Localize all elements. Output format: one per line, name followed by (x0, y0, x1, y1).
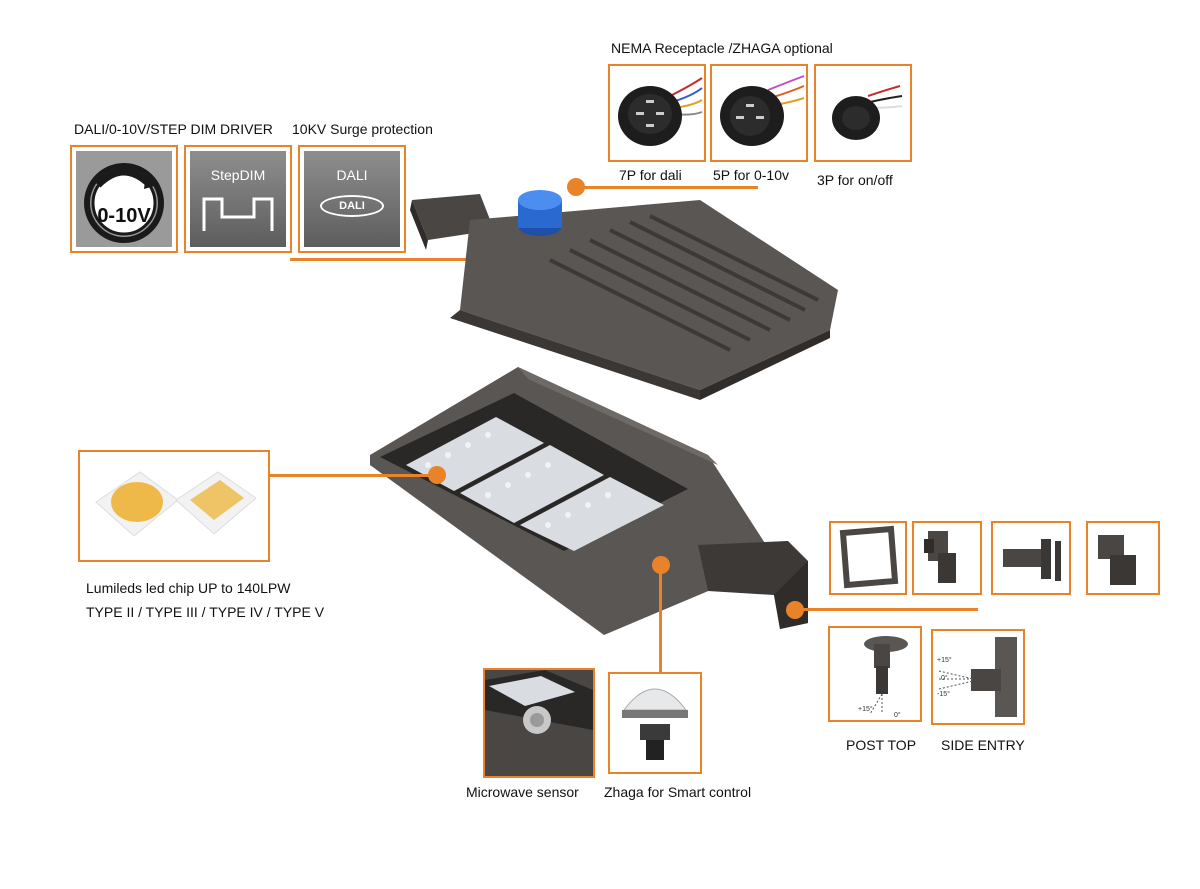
nema-7p-receptacle-icon (618, 77, 703, 146)
driver-label: DALI/0-10V/STEP DIM DRIVER (74, 121, 273, 137)
nema-5p-label: 5P for 0-10v (713, 167, 790, 183)
luminaire-back-view (410, 190, 838, 400)
mount-pointer-dot (786, 601, 804, 619)
mount-wall-box (991, 521, 1071, 595)
nema-7p-label: 7P for dali (619, 167, 682, 183)
post-angle-zero: 0° (894, 712, 901, 719)
dali-icon: DALI DALI (304, 151, 400, 247)
side-entry-box: +15° 0° -15° (931, 629, 1025, 725)
nema-5p-box (710, 64, 808, 162)
driver-connector-line (290, 258, 480, 261)
zhaga-module-icon (622, 688, 688, 760)
chip-connector-line (270, 474, 440, 477)
microwave-sensor-box (483, 668, 595, 778)
zhaga-box (608, 672, 702, 774)
mount-arm-box (912, 521, 982, 595)
post-top-label: POST TOP (846, 737, 917, 753)
nema-3p-box (814, 64, 912, 162)
microwave-sensor-label: Microwave sensor (466, 784, 579, 800)
surge-protection-label: 10KV Surge protection (292, 121, 433, 137)
arm-mount-icon (924, 531, 956, 583)
dali-logo-icon: DALI (320, 195, 384, 217)
dali-text: DALI (336, 167, 368, 183)
zhaga-label: Zhaga for Smart control (604, 784, 752, 800)
driver-010v-box: 0-10V (70, 145, 178, 253)
led-chip-label: Lumileds led chip UP to 140LPW (86, 580, 291, 596)
side-entry-mount-icon (938, 637, 1017, 717)
stepdim-box: StepDIM (184, 145, 292, 253)
stepdim-icon: StepDIM (190, 151, 286, 247)
side-entry-label: SIDE ENTRY (941, 737, 1025, 753)
led-chip-icon (95, 471, 257, 537)
nema-3p-receptacle-icon (832, 85, 903, 140)
nema-connector-line (578, 186, 758, 189)
dali-box: DALI DALI (298, 145, 406, 253)
nema-7p-box (608, 64, 706, 162)
chip-pointer-dot (428, 466, 446, 484)
nema-5p-receptacle-icon (720, 75, 805, 146)
led-chip-box (78, 450, 270, 562)
nema-3p-label: 3P for on/off (817, 172, 893, 188)
luminaire-front-view (370, 367, 808, 635)
nema-receptacle-label: NEMA Receptacle /ZHAGA optional (611, 40, 833, 56)
mount-yoke-box (1086, 521, 1160, 595)
dim-010v-icon: 0-10V (76, 151, 172, 247)
post-top-mount-icon (864, 636, 908, 715)
stepdim-text: StepDIM (210, 167, 266, 183)
nema-pointer-dot (567, 178, 585, 196)
post-top-box: +15° 0° (828, 626, 922, 722)
sensor-connector-line (659, 570, 662, 672)
dim-010v-text: 0-10V (97, 205, 151, 227)
optics-type-label: TYPE II / TYPE III / TYPE IV / TYPE V (86, 604, 325, 620)
microwave-sensor-icon (485, 670, 593, 776)
mount-bracket-box (829, 521, 907, 595)
side-angle-minus: -15° (937, 691, 950, 698)
side-angle-zero: 0° (941, 675, 948, 682)
yoke-mount-icon (1098, 535, 1136, 585)
post-angle-plus: +15° (858, 706, 873, 713)
mount-connector-line (800, 608, 978, 611)
wall-mount-icon (1003, 539, 1061, 581)
slip-fitter-bracket-icon (839, 525, 899, 589)
sensor-pointer-dot (652, 556, 670, 574)
side-angle-plus: +15° (937, 657, 952, 664)
